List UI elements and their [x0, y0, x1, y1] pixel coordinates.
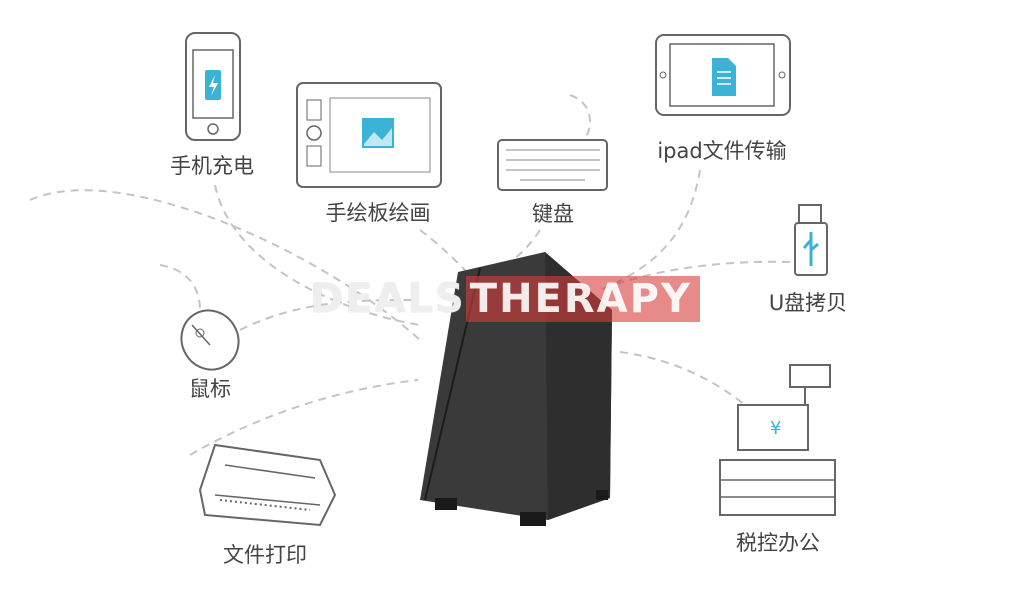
watermark-part2: THERAPY: [465, 276, 700, 322]
ipad-icon: [655, 34, 791, 116]
drawing-tablet-icon: [296, 82, 442, 188]
label-ipad-transfer: ipad文件传输: [657, 139, 787, 163]
cash-register-icon: [719, 364, 836, 516]
phone-icon: [185, 32, 241, 141]
keyboard-icon: [497, 139, 608, 191]
printer-icon: [198, 443, 337, 527]
label-usb-copy: U盘拷贝: [768, 291, 848, 315]
usb-drive-icon: [794, 204, 828, 276]
yen-symbol: ¥: [770, 418, 781, 439]
label-tax-office: 税控办公: [736, 531, 820, 555]
label-drawing-tablet: 手绘板绘画: [325, 201, 431, 225]
mouse-icon: [180, 309, 240, 371]
label-keyboard: 键盘: [532, 202, 574, 226]
label-mouse: 鼠标: [189, 377, 231, 401]
label-printer: 文件打印: [223, 543, 307, 567]
watermark-part1: DEALS: [310, 276, 466, 322]
label-phone-charging: 手机充电: [170, 154, 254, 178]
